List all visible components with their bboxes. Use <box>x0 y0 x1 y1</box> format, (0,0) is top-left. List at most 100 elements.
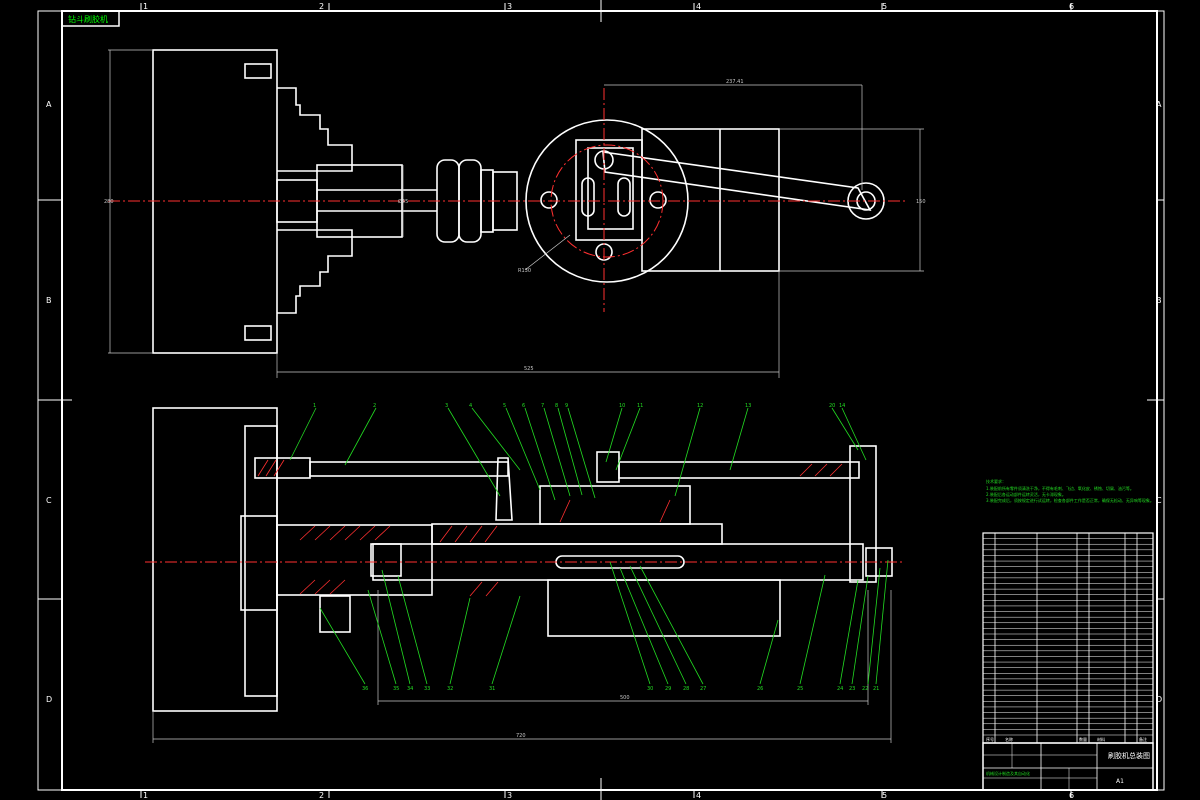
balloon: 35 <box>393 686 399 692</box>
balloon: 32 <box>447 686 453 692</box>
tech-note-title: 技术要求： <box>986 478 1006 484</box>
col-label: 5 <box>882 2 887 11</box>
title-block-school: 机械设计制造及其自动化 <box>986 770 1030 776</box>
balloon: 20 <box>829 403 835 409</box>
link-plate <box>495 457 513 521</box>
balloon: 3 <box>445 403 448 409</box>
balloon: 12 <box>697 403 703 409</box>
balloon: 7 <box>541 403 544 409</box>
leader-numbers-top: 1 2 3 4 5 6 7 8 9 10 11 12 13 20 14 <box>313 403 845 409</box>
col-label: 2 <box>319 791 324 800</box>
balloon: 8 <box>555 403 558 409</box>
col-label: 3 <box>507 2 512 11</box>
row-label: B <box>1156 296 1162 305</box>
dim-overall-height: 280 <box>104 199 114 205</box>
col-label: 4 <box>696 2 701 11</box>
top-view <box>152 49 885 354</box>
slider-block <box>575 139 643 241</box>
chuck-bolt-bottom <box>244 325 272 341</box>
title-tab-text: 钻斗刷胶机 <box>68 14 108 24</box>
balloon: 21 <box>873 686 879 692</box>
row-label: C <box>46 496 52 505</box>
balloon: 28 <box>683 686 689 692</box>
balloon: 23 <box>849 686 855 692</box>
row-label: A <box>46 100 52 109</box>
col-label: 5 <box>882 791 887 800</box>
dim-overall-length: 720 <box>516 733 526 739</box>
tech-note: 3.装配完成后，须按规定进行试运转，检查各部件工作是否正常，确保无松动、无异响等… <box>986 497 1154 503</box>
title-tab-box <box>61 10 120 27</box>
balloon: 26 <box>757 686 763 692</box>
bom-header-name: 名称 <box>1005 736 1013 742</box>
top-dim-text: 525 280 237.41 Ø45 R130 150 <box>104 79 926 372</box>
chuck-body-section <box>152 407 278 712</box>
section-dimensions <box>152 590 892 743</box>
dim-right-height: 150 <box>916 199 926 205</box>
chuck-bolt-top <box>244 63 272 79</box>
leader-lines <box>289 407 889 685</box>
col-label: 2 <box>319 2 324 11</box>
dim-center-offset: 237.41 <box>726 79 744 85</box>
col-label: 4 <box>696 791 701 800</box>
section-dim-text: 500 720 <box>516 695 630 739</box>
lower-jaw <box>277 229 353 314</box>
balloon: 6 <box>522 403 525 409</box>
balloon: 4 <box>469 403 472 409</box>
dim-wheel-dia: R130 <box>518 268 531 274</box>
dim-overall-width: 525 <box>524 366 534 372</box>
balloon: 31 <box>489 686 495 692</box>
bom-frame <box>982 532 1154 744</box>
bom-header-material: 材料 <box>1097 736 1105 742</box>
row-label: C <box>1156 496 1162 505</box>
top-dimensions <box>108 49 924 378</box>
base-housing <box>547 579 781 637</box>
tech-notes: 技术要求： 1.装配前所有零件须清洗干净，不得有毛刺、飞边、氧化皮、锈蚀、切屑、… <box>986 478 1154 503</box>
top-centerlines <box>108 88 905 312</box>
balloon: 9 <box>565 403 568 409</box>
zone-ticks <box>38 0 1164 800</box>
col-label: 1 <box>143 2 148 11</box>
top-beam <box>618 461 860 479</box>
col-label: 6 <box>1069 791 1074 800</box>
bom-header-no: 序号 <box>986 736 994 742</box>
balloon: 25 <box>797 686 803 692</box>
title-block-sheet: A1 <box>1116 778 1124 785</box>
tie-rod <box>309 461 509 477</box>
leader-numbers-bottom: 36 35 34 33 32 31 30 29 28 27 26 25 24 2… <box>362 686 879 692</box>
col-label: 6 <box>1069 2 1074 11</box>
title-block: 刷胶机总装图 机械设计制造及其自动化 A1 <box>982 742 1154 791</box>
row-label: D <box>46 695 52 704</box>
bom-header-remark: 备注 <box>1139 736 1147 742</box>
crank-arm <box>602 151 872 212</box>
balloon: 22 <box>862 686 868 692</box>
bom-rows <box>983 538 1153 736</box>
balloon: 24 <box>837 686 843 692</box>
side-post <box>849 445 877 583</box>
col-label: 1 <box>143 791 148 800</box>
balloon: 13 <box>745 403 751 409</box>
upper-jaw <box>277 87 353 172</box>
balloon: 10 <box>619 403 625 409</box>
dim-shaft-dia: Ø45 <box>398 198 408 205</box>
balloon: 34 <box>407 686 413 692</box>
balloon: 5 <box>503 403 506 409</box>
balloon: 27 <box>700 686 706 692</box>
gear-hub <box>539 485 691 525</box>
section-view <box>152 407 893 712</box>
title-block-name: 刷胶机总装图 <box>1108 751 1150 760</box>
slider-slot <box>587 147 634 230</box>
row-label: B <box>46 296 52 305</box>
row-label: A <box>1156 100 1162 109</box>
balloon: 30 <box>647 686 653 692</box>
dim-inner-length: 500 <box>620 695 630 701</box>
section-hatch <box>257 459 843 597</box>
tech-note: 1.装配前所有零件须清洗干净，不得有毛刺、飞边、氧化皮、锈蚀、切屑、油污等。 <box>986 485 1134 491</box>
balloon: 33 <box>424 686 430 692</box>
tech-note: 2.装配后各运动部件运转灵活，无卡滞现象。 <box>986 491 1066 497</box>
balloon: 1 <box>313 403 316 409</box>
balloon: 36 <box>362 686 368 692</box>
bracket <box>641 128 780 272</box>
row-label: D <box>1156 695 1162 704</box>
balloon: 29 <box>665 686 671 692</box>
